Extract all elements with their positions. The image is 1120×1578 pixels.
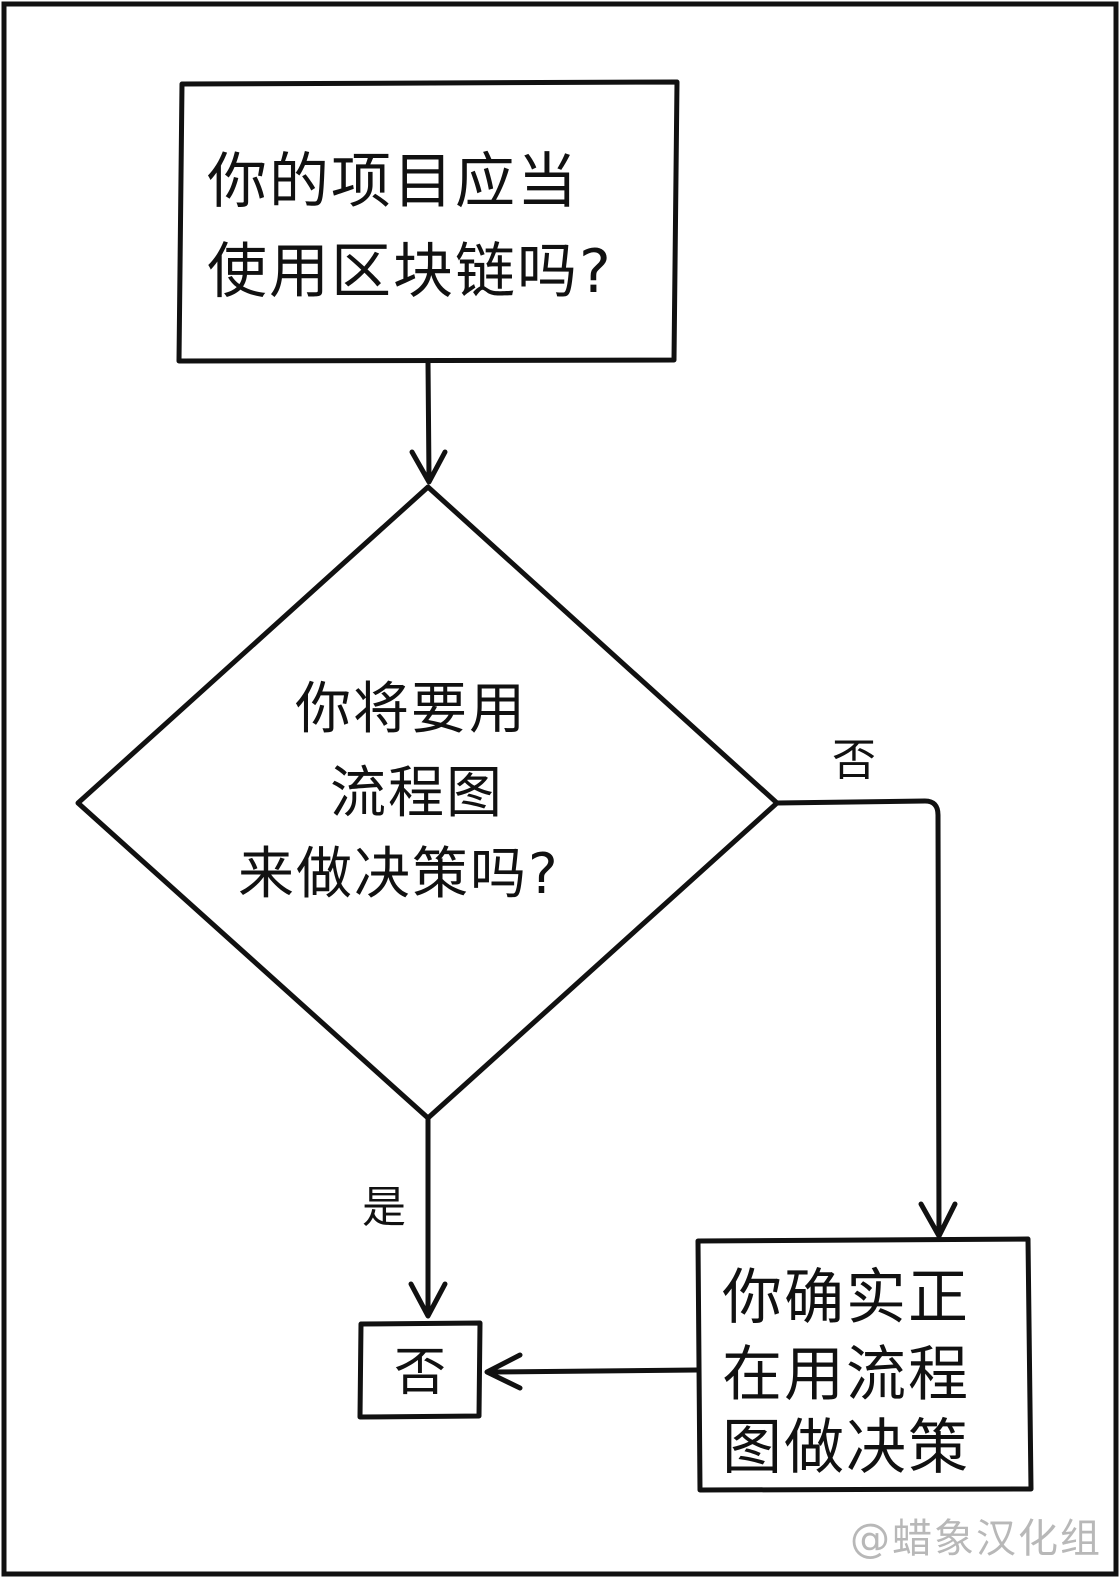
arrow-side-to-result — [489, 1367, 700, 1375]
result-box — [357, 1320, 483, 1420]
credit-watermark: @蜡象汉化组 — [850, 1516, 1102, 1562]
start-box — [176, 79, 680, 364]
edge-label-no: 否 — [832, 735, 876, 786]
arrowhead-left — [484, 1352, 523, 1391]
side-box-line-3: 图做决策 — [722, 1413, 970, 1483]
arrow-no-branch — [774, 798, 942, 1235]
start-box-line-2: 使用区块链吗? — [207, 237, 613, 307]
arrow-start-to-decision — [425, 359, 432, 481]
side-box-line-1: 你确实正 — [722, 1263, 970, 1333]
decision-line-3: 来做决策吗? — [238, 842, 560, 907]
arrowhead-down-3 — [408, 1281, 448, 1319]
arrowhead-down-2 — [918, 1201, 958, 1239]
side-box — [695, 1236, 1034, 1493]
edge-label-yes: 是 — [362, 1182, 406, 1233]
result-box-label: 否 — [394, 1343, 446, 1403]
start-box-line-1: 你的项目应当 — [207, 147, 579, 217]
arrowhead-down-1 — [409, 449, 448, 485]
decision-line-2: 流程图 — [330, 761, 504, 826]
decision-line-1: 你将要用 — [295, 677, 527, 742]
side-box-line-2: 在用流程 — [722, 1340, 970, 1410]
